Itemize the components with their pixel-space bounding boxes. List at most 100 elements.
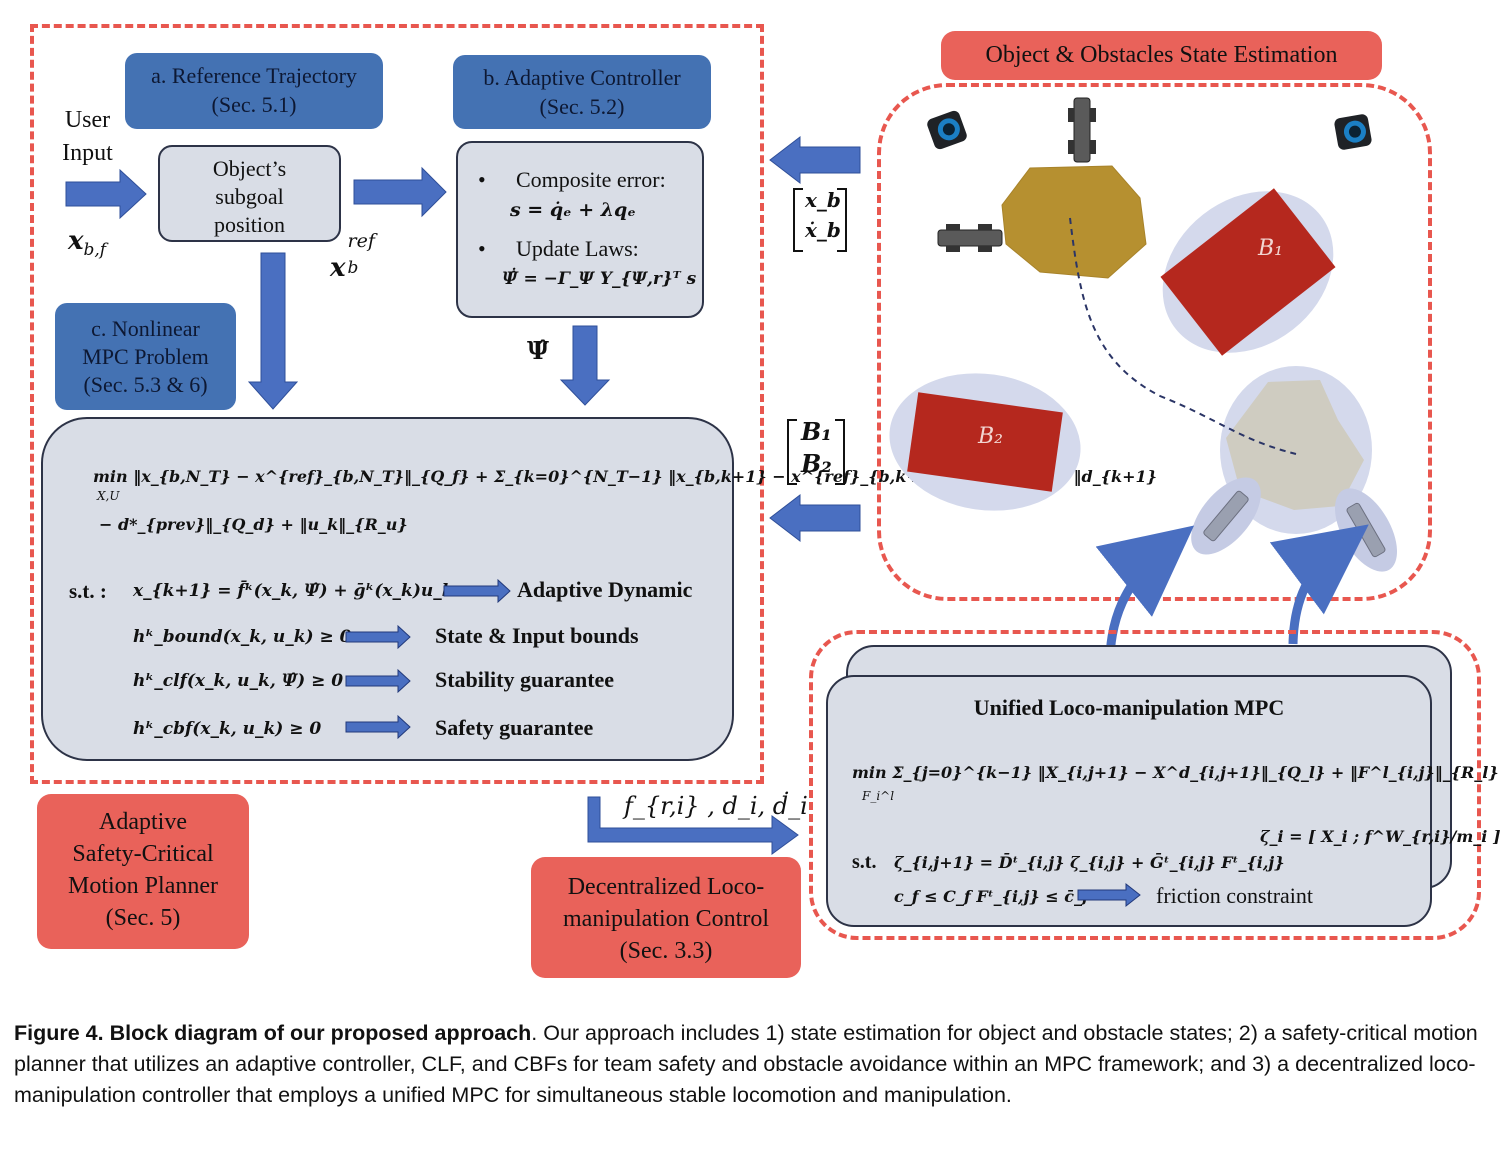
mpc-st-label: s.t. : [69, 579, 107, 603]
safety-guarantee-label: Safety guarantee [435, 715, 594, 740]
friction-constraint-label: friction constraint [1156, 883, 1314, 908]
constraint-cbf: hᵏ_cbf(x_k, u_k) ≥ 0 [133, 719, 322, 739]
camera-right [1334, 114, 1372, 150]
x-ref-superscript: ref [347, 230, 375, 252]
unified-mpc-title: Unified Loco-manipulation MPC [973, 695, 1285, 720]
adaptive-controller-label: b. Adaptive Controller (Sec. 5.2) [453, 55, 711, 129]
nonlinear-mpc-line1: c. Nonlinear [91, 316, 200, 341]
arrow-safety [345, 714, 411, 740]
constraint-bounds: hᵏ_bound(x_k, u_k) ≥ 0 [133, 627, 352, 647]
bullet-2: • [478, 236, 486, 261]
mpc-objective-line2: − d*_{prev}‖_{Q_d} + ‖u_k‖_{R_u} [99, 515, 408, 534]
control-title-line1: Decentralized Loco- [567, 874, 765, 900]
update-law-eq: Ψ̂̇ = −Γ_Ψ Y_{Ψ,r}ᵀ s [502, 269, 697, 289]
composite-error-label: Composite error: [516, 167, 666, 192]
subgoal-line1: Object’s [212, 156, 287, 181]
adaptive-controller-sec: (Sec. 5.2) [539, 94, 625, 119]
robot-top [1068, 97, 1096, 163]
control-signals: f_{r,i} , d_i, ḋ_i [624, 792, 808, 820]
xb-vector: x_b ẋ_b [793, 186, 847, 252]
control-title-line3: (Sec. 3.3) [619, 938, 713, 964]
motion-planner-line1: Adaptive [99, 809, 187, 835]
xb-vector-top: x_b [805, 188, 841, 212]
estimation-title: Object & Obstacles State Estimation [941, 31, 1382, 80]
motion-planner-line3: Motion Planner [68, 873, 218, 899]
reference-trajectory-sec: (Sec. 5.1) [211, 92, 297, 117]
x-ref-subscript: b [347, 258, 359, 278]
adaptive-controller-box: • Composite error: s = q̇ₑ + λqₑ • Updat… [456, 141, 704, 318]
figure-caption: Figure 4. Block diagram of our proposed … [14, 1018, 1496, 1111]
robot-left [937, 224, 1003, 252]
mpc-objective-min-sub: X,U [97, 489, 120, 503]
diagram-graphics [65, 97, 1397, 855]
b-vector: B₁ B₂ [787, 417, 845, 485]
b1-label: B₁ [1258, 236, 1283, 261]
arrow-subgoal-to-controller [353, 166, 447, 218]
state-input-bounds-label: State & Input bounds [435, 623, 639, 648]
mpc-objective-line1: min ‖x_{b,N_T} − x^{ref}_{b,N_T}‖_{Q_f} … [93, 467, 1157, 486]
planner-region [30, 24, 764, 784]
control-title: Decentralized Loco- manipulation Control… [531, 857, 801, 978]
control-title-line2: manipulation Control [563, 906, 769, 932]
arrow-subgoal-to-mpc [247, 252, 299, 410]
arrow-planner-to-control [587, 796, 799, 855]
nonlinear-mpc-line3: (Sec. 5.3 & 6) [83, 372, 208, 397]
reference-trajectory-label: a. Reference Trajectory (Sec. 5.1) [125, 53, 383, 129]
reference-trajectory-title: a. Reference Trajectory [151, 63, 357, 88]
nonlinear-mpc-line2: MPC Problem [82, 344, 209, 369]
unified-mpc-friction-eq: c_f ≤ C_f Fᵗ_{i,j} ≤ c̄_f [894, 887, 1089, 906]
b-vector-top: B₁ [801, 417, 832, 446]
robot-goal-left [1191, 477, 1261, 555]
constraint-clf: hᵏ_clf(x_k, u_k, Ψ̂) ≥ 0 [133, 671, 344, 691]
nonlinear-mpc-label: c. Nonlinear MPC Problem (Sec. 5.3 & 6) [55, 303, 236, 410]
x-ref-symbol: x ref b [330, 230, 386, 283]
motion-planner-line2: Safety-Critical [72, 841, 214, 867]
subgoal-box: Object’s subgoal position [158, 145, 341, 242]
x-bf-symbol: xb,f [68, 226, 106, 260]
unified-mpc-dynamics: ζ_{i,j+1} = D̄ᵗ_{i,j} ζ_{i,j} + Ḡᵗ_{i,j}… [894, 853, 1285, 872]
psi-hat-symbol: Ψ̂ [527, 336, 549, 365]
subgoal-line3: position [214, 212, 285, 237]
obstacle-b2 [889, 373, 1081, 511]
control-region [809, 630, 1481, 940]
bullet-1: • [478, 167, 486, 192]
arrow-adaptive-dynamic [443, 578, 511, 604]
object-trajectory [1069, 217, 1297, 455]
b-vector-bottom: B₂ [801, 449, 832, 478]
caption-text: . Our approach includes 1) state estimat… [14, 1021, 1478, 1107]
motion-planner-title: Adaptive Safety-Critical Motion Planner … [37, 794, 249, 949]
xb-vector-bottom: ẋ_b [805, 218, 841, 242]
unified-mpc-box: Unified Loco-manipulation MPC min Σ_{j=0… [826, 675, 1501, 927]
b2-label: B₂ [978, 424, 1003, 449]
caption-label: Figure 4. Block diagram of our proposed … [14, 1021, 532, 1045]
x-bf-subscript: b,f [83, 240, 107, 261]
adaptive-controller-title: b. Adaptive Controller [483, 65, 681, 90]
x-bf-base: x [68, 226, 84, 256]
zeta-definition: ζ_i = [ X_i ; f^W_{r,i}/m_i ] [1260, 827, 1501, 846]
object-current [1001, 165, 1147, 279]
adaptive-dynamic-label: Adaptive Dynamic [517, 577, 693, 602]
unified-mpc-min-sub: F_i^l [862, 789, 895, 803]
stability-guarantee-label: Stability guarantee [435, 667, 615, 692]
constraint-dynamics: x_{k+1} = f̄ᵏ(x_k, Ψ̂) + ḡᵏ(x_k)u_k [133, 581, 454, 601]
arrow-state-bounds [345, 624, 411, 650]
arrow-user-input [65, 168, 147, 220]
nonlinear-mpc-box: min ‖x_{b,N_T} − x^{ref}_{b,N_T}‖_{Q_f} … [41, 417, 1157, 761]
composite-error-eq: s = q̇ₑ + λqₑ [510, 199, 636, 221]
subgoal-line2: subgoal [215, 184, 284, 209]
unified-mpc-objective: min Σ_{j=0}^{k−1} ‖X_{i,j+1} − X^d_{i,j+… [852, 763, 1499, 782]
update-laws-label: Update Laws: [516, 236, 639, 261]
user-input-text: User Input [50, 104, 125, 170]
obstacle-b1 [1160, 188, 1336, 356]
user-input-line2: Input [62, 140, 113, 166]
arrow-stability [345, 668, 411, 694]
x-ref-base: x [330, 253, 346, 283]
object-goal [1226, 380, 1364, 510]
arrow-psi-to-mpc [559, 325, 611, 406]
arrow-xb-to-planner [769, 135, 861, 185]
unified-mpc-st: s.t. [852, 851, 877, 873]
camera-left [927, 110, 967, 150]
motion-planner-line4: (Sec. 5) [105, 905, 181, 931]
user-input-line1: User [64, 107, 111, 133]
arrow-b-to-planner [769, 493, 861, 543]
